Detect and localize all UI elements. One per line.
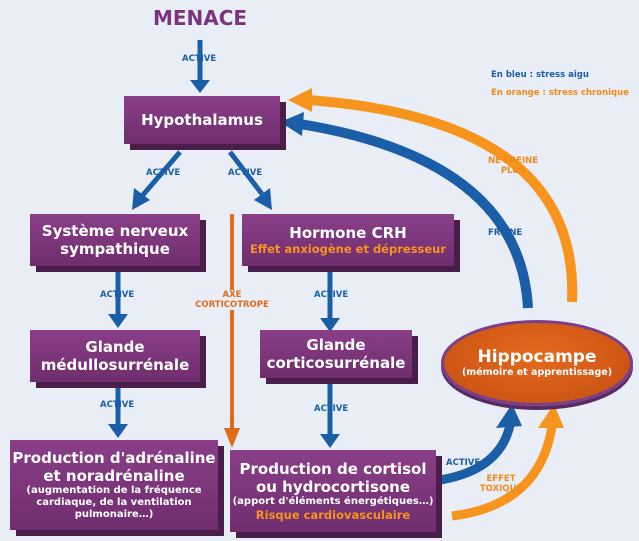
node-cortico: Glande corticosurrénale [260,330,412,378]
node-sympathique-line1: Système nerveux [41,222,189,240]
label-active-hippocampe: ACTIVE [446,458,481,468]
arrowhead [224,428,240,448]
node-cortisol: Production de cortisol ou hydrocortisone… [230,450,436,532]
label-active-crh: ACTIVE [228,168,263,178]
node-cortico-line1: Glande [306,336,366,354]
label-axe-corticotrope: AXE CORTICOTROPE [192,290,272,310]
arrowhead [288,88,312,112]
node-sympathique-line2: sympathique [60,240,170,258]
node-cortisol-line1: Production de cortisol [239,460,427,478]
arrow-cortisol-hippocampe-orange [451,425,557,521]
label-active-sympathique: ACTIVE [146,168,181,178]
node-hypothalamus-label: Hypothalamus [141,111,263,129]
arrowhead [320,434,340,448]
label-active-cortisol: ACTIVE [314,404,349,414]
label-freine: FREINE [488,228,523,238]
legend-orange: En orange : stress chronique [491,88,629,98]
arrowhead [108,424,128,438]
arrowhead [254,188,272,210]
node-hippocampe: Hippocampe (mémoire et apprentissage) [441,320,633,406]
label-active-medullo: ACTIVE [100,290,135,300]
arrowhead [190,80,210,93]
arrowhead [108,314,128,328]
label-ne-freine-plus: NE FREINE PLUS [478,156,548,176]
node-medullo-line2: médullosurrénale [40,356,190,374]
label-ne-freine-line1: NE FREINE [487,156,539,166]
node-cortisol-detail: (apport d'éléments énergétiques…) [232,496,434,507]
node-sympathique: Système nerveux sympathique [30,214,200,266]
arrowhead [132,188,150,210]
label-active-cortico: ACTIVE [314,290,349,300]
arrowhead [280,112,304,136]
arrow-cortisol-hippocampe-blue [439,423,515,485]
node-adrenaline-detail2: cardiaque, de la ventilation [36,497,192,508]
node-cortico-line2: corticosurrénale [266,354,406,372]
node-medullo-line1: Glande [85,338,145,356]
node-adrenaline-line1: Production d'adrénaline [12,449,216,467]
node-hippocampe-sub: (mémoire et apprentissage) [461,367,613,378]
node-cortisol-risk: Risque cardiovasculaire [255,508,411,522]
node-crh: Hormone CRH Effet anxiogène et dépresseu… [242,214,454,266]
arrowhead [538,404,564,428]
label-effet-toxique: EFFET TOXIQUE [466,474,536,494]
label-active-adrenaline: ACTIVE [100,400,135,410]
arrow-hypo-crh [228,150,264,196]
label-effet-line2: TOXIQUE [479,484,523,494]
node-hypothalamus: Hypothalamus [124,96,280,144]
node-crh-label: Hormone CRH [289,224,407,242]
arrowhead [496,404,522,428]
label-axe-line1: AXE [222,290,242,300]
label-active-menace: ACTIVE [182,54,217,64]
arrow-ne-freine-plus [307,95,578,303]
page-title: MENACE [152,6,248,30]
label-ne-freine-line2: PLUS [500,166,526,176]
node-cortisol-line2: ou hydrocortisone [255,478,411,496]
label-axe-line2: CORTICOTROPE [195,300,269,310]
node-adrenaline: Production d'adrénaline et noradrénaline… [10,440,218,530]
node-crh-effect: Effet anxiogène et dépresseur [249,242,447,256]
legend-blue: En bleu : stress aigu [491,70,589,80]
node-adrenaline-line2: et noradrénaline [43,467,185,485]
arrow-freine [299,119,533,309]
node-hippocampe-label: Hippocampe [477,347,597,367]
node-medullo: Glande médullosurrénale [30,330,200,382]
arrow-hypo-sympathique [140,150,182,198]
node-adrenaline-detail1: (augmentation de la fréquence [26,485,202,496]
label-effet-line1: EFFET [486,474,516,484]
node-adrenaline-detail3: pulmonaire…) [74,509,154,520]
arrowhead [320,318,340,332]
